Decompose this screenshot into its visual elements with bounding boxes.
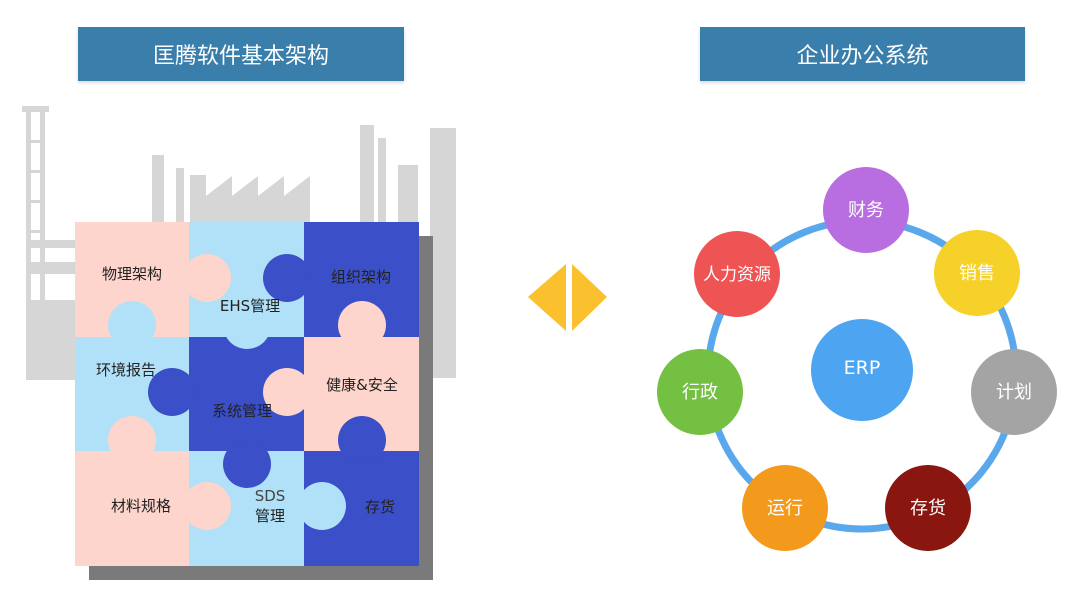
erp-center-label: ERP — [844, 357, 881, 379]
piece-label-health-safety: 健康&安全 — [326, 376, 398, 394]
piece-label-sds-mgmt: 管理 — [255, 507, 285, 525]
node-sales — [934, 230, 1020, 316]
node-admin-label: 行政 — [682, 382, 718, 403]
piece-label-physical: 物理架构 — [102, 265, 162, 283]
node-operation-label: 运行 — [767, 498, 803, 519]
piece-label-org: 组织架构 — [331, 268, 391, 286]
puzzle-labels: 物理架构 EHS管理 组织架构 环境报告 系统管理 健康&安全 材料规格 SDS… — [96, 265, 398, 525]
node-sales-label: 销售 — [959, 263, 995, 284]
node-operation — [742, 465, 828, 551]
piece-label-material: 材料规格 — [111, 497, 171, 515]
piece-label-system: 系统管理 — [212, 402, 272, 420]
node-inventory-label: 存货 — [910, 498, 946, 519]
node-plan — [971, 349, 1057, 435]
erp-center — [811, 319, 913, 421]
node-admin — [657, 349, 743, 435]
puzzle-grid — [75, 222, 419, 566]
node-plan-label: 计划 — [996, 382, 1032, 403]
right-title: 企业办公系统 — [700, 27, 1025, 81]
arrow-left-icon — [528, 264, 566, 331]
piece-label-inventory: 存货 — [365, 498, 395, 516]
left-title: 匡腾软件基本架构 — [78, 27, 404, 81]
node-inventory — [885, 465, 971, 551]
node-finance-label: 财务 — [848, 200, 884, 221]
node-hr-label: 人力资源 — [703, 265, 771, 285]
node-finance — [823, 167, 909, 253]
piece-label-sds: SDS — [255, 487, 286, 505]
arrow-right-icon — [572, 264, 607, 331]
factory-silhouette — [22, 106, 456, 380]
node-hr — [694, 231, 780, 317]
piece-label-env-report: 环境报告 — [96, 361, 156, 379]
piece-label-ehs: EHS管理 — [220, 297, 280, 315]
